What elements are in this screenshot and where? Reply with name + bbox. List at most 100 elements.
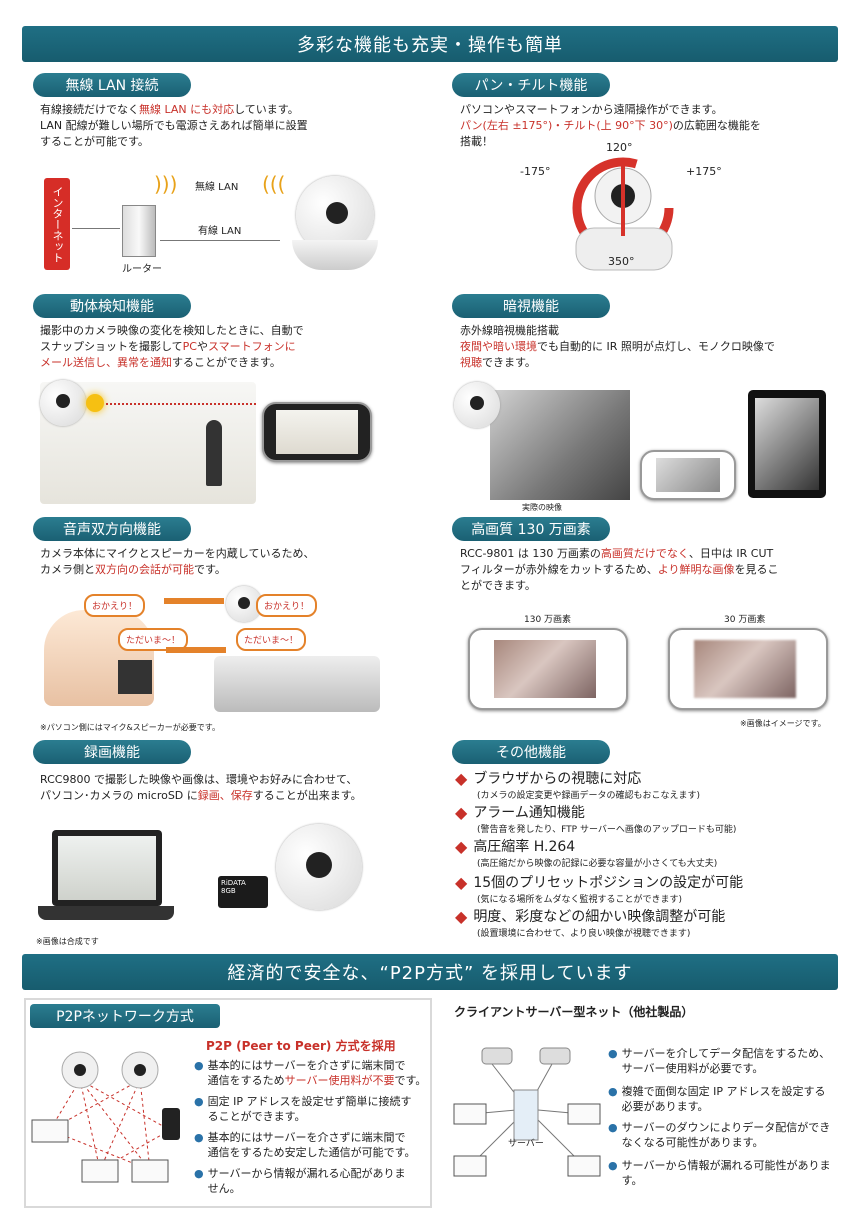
motion-camera-image [40,380,86,426]
bubble-3: ただいま〜！ [118,628,189,651]
client-b3a: サーバーのダウンによりデータ配信ができ [621,1121,831,1134]
hd-desc: RCC-9801 は 130 万画素の高画質だけでなく、日中は IR CUT フ… [460,546,779,594]
hd-line2c: を見るこ [734,563,779,576]
hd-note: ※画像はイメージです。 [740,719,826,728]
night-line2a: 夜間や暗い環境 [460,340,537,353]
bullet-dot-icon: ● [194,1167,204,1180]
hd-label-30: 30 万画素 [724,615,766,625]
audio-laptop [118,660,152,694]
deg-top: 120° [606,141,633,154]
motion-desc: 撮影中のカメラ映像の変化を検知したときに、自動で スナップショットを撮影してPC… [40,323,304,371]
night-caption: 実際の映像 [522,503,562,512]
p2p-b2a: 固定 IP アドレスを設定せず簡単に接続す [207,1095,412,1108]
sd-card: RiDATA 8GB [218,876,268,908]
client-b4b: す。 [621,1174,643,1187]
client-title: クライアントサーバー型ネット（他社製品） [454,1005,694,1019]
feature-heading: ブラウザからの視聴に対応 [473,771,642,787]
recording-note: ※画像は合成です [36,937,99,946]
bullet-dot-icon: ● [608,1085,618,1098]
night-phone [640,450,736,500]
bottom-banner-text: 経済的で安全な、“P2P方式” を採用しています [227,963,633,984]
bullet-dot-icon: ● [194,1131,204,1144]
recording-line1: RCC9800 で撮影した映像や画像は、環境やお好みに合わせて、 [40,773,358,786]
p2p-bullet-2: ●固定 IP アドレスを設定せず簡単に接続することができます。 [194,1094,411,1124]
p2p-title: P2Pネットワーク方式 [30,1004,220,1028]
motion-line1: 撮影中のカメラ映像の変化を検知したときに、自動で [40,324,304,337]
client-b1b: サーバー使用料が必要です。 [621,1062,764,1075]
audio-line2c: です。 [194,563,226,576]
pantilt-line3: 搭載！ [460,135,493,148]
feature-heading: 15個のプリセットポジションの設定が可能 [473,875,744,891]
diamond-icon: ◆ [455,906,468,926]
p2p-b1a: 基本的にはサーバーを介さずに端末間で [207,1059,406,1072]
client-network-diagram [453,1047,601,1177]
feature-desc: (警告音を発したり、FTP サーバーへ画像のアップロードも可能) [477,825,737,835]
wireless-title: 無線 LAN 接続 [33,73,191,97]
diamond-icon: ◆ [455,802,468,822]
audio-line2a: カメラ側と [40,563,95,576]
motion-title: 動体検知機能 [33,294,191,318]
audio-desc: カメラ本体にマイクとスピーカーを内蔵しているため、 カメラ側と双方向の会話が可能… [40,546,314,578]
p2p-b3a: 基本的にはサーバーを介さずに端末間で [207,1131,406,1144]
other-title: その他機能 [452,740,610,764]
client-b1a: サーバーを介してデータ配信をするため、 [621,1047,831,1060]
recording-line2b: 録画、保存 [197,789,253,802]
bubble-1: おかえり！ [84,594,146,617]
sd-size: 8GB [221,887,236,895]
night-line3b: できます。 [482,356,536,369]
audio-line2b: 双方向の会話が可能 [95,563,194,576]
bubble-2: おかえり！ [256,594,318,617]
router-label: ルーター [122,264,162,275]
client-b2b: 必要があります。 [621,1100,709,1113]
wireless-line1b: 無線 LAN にも対応 [139,103,235,116]
p2p-b4b: せん。 [207,1182,241,1195]
feature-heading: 明度、彩度などの細かい映像調整が可能 [473,909,726,925]
wireless-line1a: 有線接続だけでなく [40,103,139,116]
top-banner-text: 多彩な機能も充実・操作も簡単 [297,35,563,56]
pantilt-line2b: の広範囲な機能を [672,119,761,132]
recording-laptop [52,830,162,906]
wifi-icon-2: ))) [262,172,286,196]
bottom-banner: 経済的で安全な、“P2P方式” を採用しています [22,954,838,990]
p2p-b1c: サーバー使用料が不要 [284,1074,395,1087]
hd-line1c: 、日中は IR CUT [688,547,774,560]
p2p-b3b: 通信をするため安定した通信が可能です。 [207,1146,416,1159]
motion-line2c: や [197,340,208,353]
top-banner: 多彩な機能も充実・操作も簡単 [22,26,838,62]
feature-desc: (気になる場所をムダなく監視することができます) [477,895,683,905]
p2p-network-diagram [31,1051,180,1183]
hd-phone-130 [468,628,628,710]
pantilt-diagram [572,157,674,271]
p2p-bullet-3: ●基本的にはサーバーを介さずに端末間で通信をするため安定した通信が可能です。 [194,1130,416,1160]
p2p-box [24,998,432,1208]
detection-line [106,403,256,405]
night-line3a: 視聴 [460,356,482,369]
motion-line3a: メール送信し、異常を通知 [40,356,172,369]
arrow-left-icon [166,647,226,653]
audio-line1: カメラ本体にマイクとスピーカーを内蔵しているため、 [40,547,315,560]
bullet-dot-icon: ● [608,1159,618,1172]
wireless-desc: 有線接続だけでなく無線 LAN にも対応しています。 LAN 配線が難しい場所で… [40,102,308,150]
wifi-icon: ))) [154,172,178,196]
recording-laptop-base [38,906,174,920]
client-b3b: なくなる可能性があります。 [621,1136,764,1149]
wireless-line2: LAN 配線が難しい場所でも電源さえあれば簡単に設置 [40,119,308,132]
wired-label: 有線 LAN [198,226,242,237]
hd-label-130: 130 万画素 [524,615,572,625]
p2p-heading: P2P (Peer to Peer) 方式を採用 [206,1039,396,1053]
bullet-dot-icon: ● [608,1047,618,1060]
deg-bottom: 350° [608,255,635,268]
alert-light-icon [86,394,104,412]
feature-desc: (カメラの設定変更や録画データの確認もおこなえます) [477,791,701,801]
motion-line2b: PC [182,340,197,353]
hd-phone-30 [668,628,828,710]
feature-desc: (設置環境に合わせて、より良い映像が視聴できます) [477,929,691,939]
recording-camera-image [276,824,362,910]
p2p-b1b: 通信をするため [207,1074,285,1087]
audio-note: ※パソコン側にはマイク&スピーカーが必要です。 [40,723,220,732]
feature-item-4: ◆15個のプリセットポジションの設定が可能(気になる場所をムダなく監視することが… [455,872,744,906]
p2p-b4a: サーバーから情報が漏れる心配がありま [207,1167,406,1180]
p2p-b2b: ることができます。 [207,1110,306,1123]
pantilt-title: パン・チルト機能 [452,73,610,97]
wired-line [160,240,280,241]
